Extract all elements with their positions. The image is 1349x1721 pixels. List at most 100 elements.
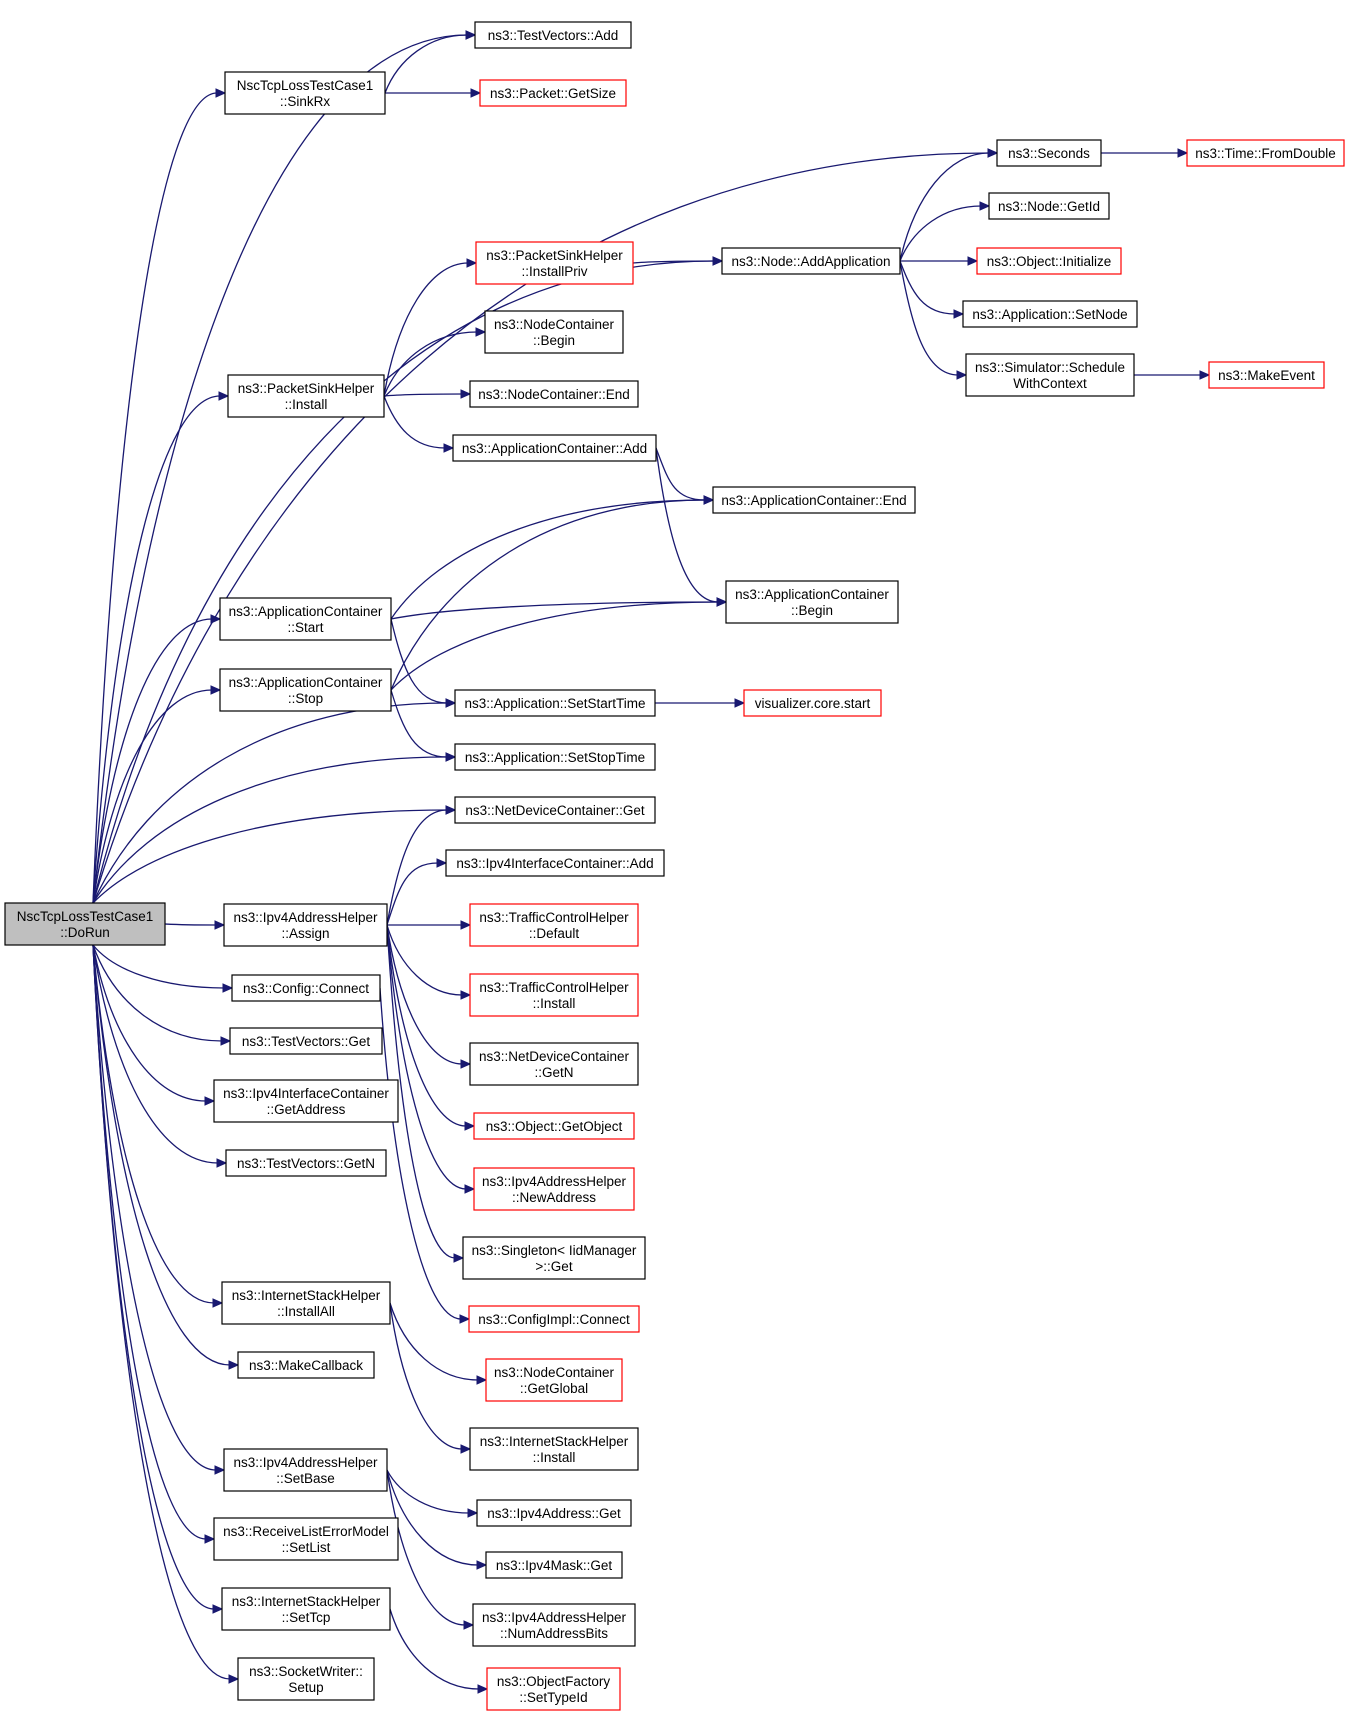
graph-node-singleton-get[interactable]: ns3::Singleton< IidManager>::Get (462, 1236, 646, 1280)
graph-node-makeevent[interactable]: ns3::MakeEvent (1208, 361, 1325, 389)
node-box[interactable] (725, 580, 899, 624)
node-box[interactable] (473, 1167, 635, 1211)
graph-node-tv-add[interactable]: ns3::TestVectors::Add (474, 21, 632, 49)
graph-node-of-settypeid[interactable]: ns3::ObjectFactory::SetTypeId (486, 1667, 621, 1711)
node-box[interactable] (223, 1448, 388, 1492)
graph-node-time-fromdouble[interactable]: ns3::Time::FromDouble (1186, 139, 1345, 167)
graph-node-tch-default[interactable]: ns3::TrafficControlHelper::Default (469, 903, 639, 947)
graph-node-node-addapp[interactable]: ns3::Node::AddApplication (721, 247, 901, 275)
node-box[interactable] (237, 1351, 375, 1379)
graph-node-pkt-getsize[interactable]: ns3::Packet::GetSize (479, 79, 627, 107)
graph-node-ndc-get[interactable]: ns3::NetDeviceContainer::Get (454, 796, 656, 824)
node-box[interactable] (485, 1358, 623, 1402)
node-box[interactable] (231, 974, 381, 1002)
node-box[interactable] (454, 689, 656, 717)
node-box[interactable] (469, 973, 639, 1017)
graph-node-makecallback[interactable]: ns3::MakeCallback (237, 1351, 375, 1379)
node-box[interactable] (445, 849, 665, 877)
node-box[interactable] (237, 1657, 375, 1701)
node-box[interactable] (452, 434, 657, 462)
graph-node-ipv4mask-get[interactable]: ns3::Ipv4Mask::Get (485, 1551, 623, 1579)
graph-node-ipv4addr-get[interactable]: ns3::Ipv4Address::Get (476, 1499, 632, 1527)
graph-node-dorun[interactable]: NscTcpLossTestCase1::DoRun (4, 902, 166, 946)
graph-node-obj-getobject[interactable]: ns3::Object::GetObject (473, 1112, 635, 1140)
node-box[interactable] (229, 1027, 383, 1055)
node-box[interactable] (219, 668, 392, 712)
node-box[interactable] (213, 1079, 399, 1123)
graph-node-ac-add[interactable]: ns3::ApplicationContainer::Add (452, 434, 657, 462)
node-box[interactable] (454, 796, 656, 824)
graph-node-ac-end[interactable]: ns3::ApplicationContainer::End (712, 486, 916, 514)
node-box[interactable] (962, 300, 1138, 328)
graph-node-node-getid[interactable]: ns3::Node::GetId (988, 192, 1110, 220)
node-box[interactable] (221, 1281, 391, 1325)
graph-node-tch-install[interactable]: ns3::TrafficControlHelper::Install (469, 973, 639, 1017)
graph-node-ish-installall[interactable]: ns3::InternetStackHelper::InstallAll (221, 1281, 391, 1325)
node-box[interactable] (462, 1236, 646, 1280)
graph-node-iic-add[interactable]: ns3::Ipv4InterfaceContainer::Add (445, 849, 665, 877)
node-box[interactable] (712, 486, 916, 514)
node-box[interactable] (469, 1042, 639, 1086)
node-box[interactable] (223, 903, 388, 947)
node-box[interactable] (743, 689, 882, 717)
graph-node-app-setstart[interactable]: ns3::Application::SetStartTime (454, 689, 656, 717)
node-box[interactable] (213, 1517, 399, 1561)
node-box[interactable] (469, 1427, 639, 1471)
graph-node-cfgimpl-connect[interactable]: ns3::ConfigImpl::Connect (468, 1305, 640, 1333)
node-box[interactable] (469, 380, 639, 408)
graph-node-ndc-getn[interactable]: ns3::NetDeviceContainer::GetN (469, 1042, 639, 1086)
node-box[interactable] (485, 1551, 623, 1579)
graph-node-app-setstop[interactable]: ns3::Application::SetStopTime (454, 743, 656, 771)
graph-node-psh-installpriv[interactable]: ns3::PacketSinkHelper::InstallPriv (475, 241, 634, 285)
node-box[interactable] (484, 310, 624, 354)
graph-node-nc-begin[interactable]: ns3::NodeContainer::Begin (484, 310, 624, 354)
graph-node-obj-init[interactable]: ns3::Object::Initialize (976, 247, 1122, 275)
graph-node-iah-numbits[interactable]: ns3::Ipv4AddressHelper::NumAddressBits (472, 1603, 636, 1647)
graph-node-ac-stop[interactable]: ns3::ApplicationContainer::Stop (219, 668, 392, 712)
node-box[interactable] (227, 374, 385, 418)
node-box[interactable] (1208, 361, 1325, 389)
graph-node-ish-settcp[interactable]: ns3::InternetStackHelper::SetTcp (221, 1587, 391, 1631)
node-box[interactable] (225, 1149, 387, 1177)
node-box[interactable] (454, 743, 656, 771)
graph-node-nc-getglobal[interactable]: ns3::NodeContainer::GetGlobal (485, 1358, 623, 1402)
graph-node-tv-getn[interactable]: ns3::TestVectors::GetN (225, 1149, 387, 1177)
node-box[interactable] (473, 1112, 635, 1140)
graph-node-ac-begin[interactable]: ns3::ApplicationContainer::Begin (725, 580, 899, 624)
graph-node-nc-end[interactable]: ns3::NodeContainer::End (469, 380, 639, 408)
graph-node-seconds[interactable]: ns3::Seconds (996, 139, 1102, 167)
graph-node-iah-setbase[interactable]: ns3::Ipv4AddressHelper::SetBase (223, 1448, 388, 1492)
node-box[interactable] (1186, 139, 1345, 167)
node-box[interactable] (472, 1603, 636, 1647)
node-box[interactable] (976, 247, 1122, 275)
graph-node-ish-install[interactable]: ns3::InternetStackHelper::Install (469, 1427, 639, 1471)
node-box[interactable] (721, 247, 901, 275)
graph-node-sinkrx[interactable]: NscTcpLossTestCase1::SinkRx (224, 71, 386, 115)
graph-node-tv-get[interactable]: ns3::TestVectors::Get (229, 1027, 383, 1055)
graph-node-sw-setup[interactable]: ns3::SocketWriter::Setup (237, 1657, 375, 1701)
node-box[interactable] (221, 1587, 391, 1631)
graph-node-cfg-connect[interactable]: ns3::Config::Connect (231, 974, 381, 1002)
node-box[interactable] (469, 903, 639, 947)
graph-node-ac-start[interactable]: ns3::ApplicationContainer::Start (219, 597, 392, 641)
graph-node-psh-install[interactable]: ns3::PacketSinkHelper::Install (227, 374, 385, 418)
node-box[interactable] (476, 1499, 632, 1527)
node-box[interactable] (224, 71, 386, 115)
graph-node-app-setnode[interactable]: ns3::Application::SetNode (962, 300, 1138, 328)
node-box[interactable] (4, 902, 166, 946)
graph-node-iic-getaddr[interactable]: ns3::Ipv4InterfaceContainer::GetAddress (213, 1079, 399, 1123)
node-box[interactable] (468, 1305, 640, 1333)
node-box[interactable] (479, 79, 627, 107)
graph-node-rlem-setlist[interactable]: ns3::ReceiveListErrorModel::SetList (213, 1517, 399, 1561)
node-box[interactable] (996, 139, 1102, 167)
node-box[interactable] (486, 1667, 621, 1711)
node-box[interactable] (219, 597, 392, 641)
node-box[interactable] (474, 21, 632, 49)
graph-node-iah-assign[interactable]: ns3::Ipv4AddressHelper::Assign (223, 903, 388, 947)
node-box[interactable] (475, 241, 634, 285)
node-box[interactable] (988, 192, 1110, 220)
graph-node-vis-start[interactable]: visualizer.core.start (743, 689, 882, 717)
graph-node-iah-newaddr[interactable]: ns3::Ipv4AddressHelper::NewAddress (473, 1167, 635, 1211)
node-box[interactable] (965, 353, 1135, 397)
